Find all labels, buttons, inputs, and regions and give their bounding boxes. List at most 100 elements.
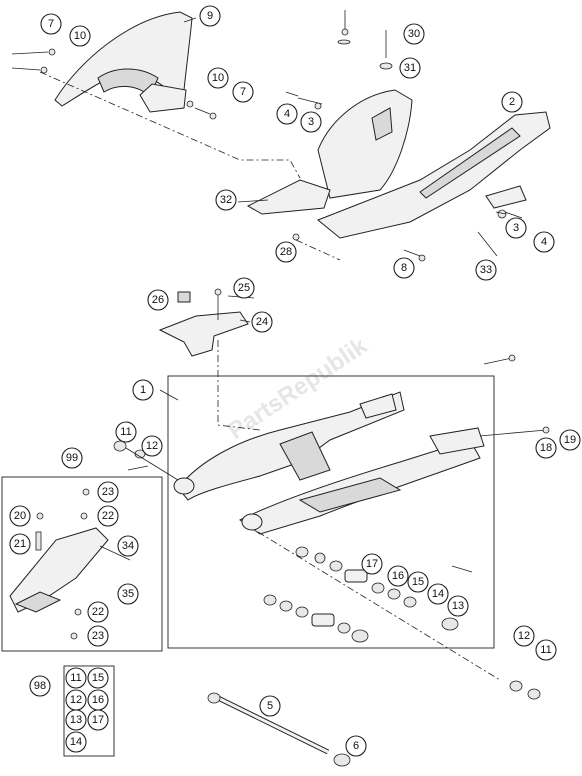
callout-k11: 11	[65, 667, 87, 689]
callout-label: 16	[92, 694, 104, 706]
callout-circle	[147, 289, 169, 311]
callout-circle	[475, 259, 497, 281]
callout-c7a: 7	[40, 13, 62, 35]
callout-circle	[65, 731, 87, 753]
callout-c3a: 3	[300, 111, 322, 133]
callout-circle	[87, 625, 109, 647]
callout-circle	[97, 481, 119, 503]
callout-label: 19	[564, 434, 576, 446]
callout-label: 8	[401, 262, 407, 274]
callout-circle	[61, 447, 83, 469]
bearing-kit-frame	[63, 665, 115, 757]
callout-circle	[447, 595, 469, 617]
callout-circle	[215, 189, 237, 211]
callout-label: 22	[102, 510, 114, 522]
callout-c22b: 22	[87, 601, 109, 623]
callout-circle	[259, 695, 281, 717]
callout-c8: 8	[393, 257, 415, 279]
callout-label: 30	[408, 28, 420, 40]
callout-circle	[403, 23, 425, 45]
callout-circle	[361, 553, 383, 575]
callout-label: 2	[509, 96, 515, 108]
callout-circle	[300, 111, 322, 133]
callout-k15: 15	[87, 667, 109, 689]
callout-c19: 19	[559, 429, 581, 451]
callout-label: 18	[540, 442, 552, 454]
footrest-part	[9, 488, 131, 640]
callout-k12: 12	[65, 689, 87, 711]
callout-c6: 6	[345, 735, 367, 757]
callout-label: 7	[48, 18, 54, 30]
callout-circle	[276, 103, 298, 125]
callout-label: 32	[220, 194, 232, 206]
callout-c7b: 7	[232, 81, 254, 103]
callout-label: 6	[353, 740, 359, 752]
mudguard-upper-part	[246, 89, 413, 215]
callout-c11a: 11	[115, 421, 137, 443]
callout-k16: 16	[87, 689, 109, 711]
callout-circle	[232, 81, 254, 103]
callout-c17: 17	[361, 553, 383, 575]
callout-label: 3	[513, 222, 519, 234]
callout-circle	[505, 217, 527, 239]
callout-label: 10	[212, 72, 224, 84]
callout-circle	[275, 241, 297, 263]
callout-circle	[117, 535, 139, 557]
callout-label: 23	[102, 486, 114, 498]
callout-c3b: 3	[505, 217, 527, 239]
callout-c18: 18	[535, 437, 557, 459]
callout-label: 33	[480, 264, 492, 276]
callout-c14: 14	[427, 583, 449, 605]
callout-c34: 34	[117, 535, 139, 557]
callout-label: 14	[432, 588, 444, 600]
callout-label: 4	[541, 236, 547, 248]
fender-bolts	[11, 48, 217, 120]
callout-label: 13	[452, 600, 464, 612]
callout-c32: 32	[215, 189, 237, 211]
callout-c24: 24	[251, 311, 273, 333]
bearing-stack	[263, 546, 541, 700]
callout-label: 23	[92, 630, 104, 642]
pivot-bushings-left	[113, 440, 179, 481]
callout-label: 99	[66, 452, 78, 464]
callout-circle	[501, 91, 523, 113]
callout-c26: 26	[147, 289, 169, 311]
callout-label: 35	[122, 588, 134, 600]
callout-circle	[407, 571, 429, 593]
callout-label: 15	[92, 672, 104, 684]
callout-circle	[399, 57, 421, 79]
swingarm-part	[173, 391, 485, 535]
callout-c4a: 4	[276, 103, 298, 125]
callout-label: 14	[70, 736, 82, 748]
callout-circle	[40, 13, 62, 35]
callout-c12a: 12	[141, 435, 163, 457]
callout-label: 22	[92, 606, 104, 618]
callout-label: 13	[70, 714, 82, 726]
callout-circle	[513, 625, 535, 647]
callout-circle	[87, 667, 109, 689]
brake-line-guide-part	[158, 288, 249, 357]
callout-circle	[535, 437, 557, 459]
callout-c99: 99	[61, 447, 83, 469]
callout-label: 11	[70, 672, 81, 684]
callout-circle	[345, 735, 367, 757]
callout-label: 11	[120, 426, 131, 438]
callout-label: 12	[70, 694, 82, 706]
swingarm-assembly-frame	[167, 375, 495, 649]
callout-label: 12	[518, 630, 530, 642]
callout-c1: 1	[132, 379, 154, 401]
callout-c10a: 10	[69, 25, 91, 47]
callout-circle	[535, 639, 557, 661]
callout-c15: 15	[407, 571, 429, 593]
callout-circle	[29, 675, 51, 697]
callout-c12b: 12	[513, 625, 535, 647]
callout-circle	[87, 709, 109, 731]
callout-label: 10	[74, 30, 86, 42]
callout-label: 15	[412, 576, 424, 588]
callout-label: 24	[256, 316, 268, 328]
callout-c9: 9	[199, 5, 221, 27]
callout-circle	[97, 505, 119, 527]
callout-circle	[115, 421, 137, 443]
callout-c13: 13	[447, 595, 469, 617]
callout-k17: 17	[87, 709, 109, 731]
